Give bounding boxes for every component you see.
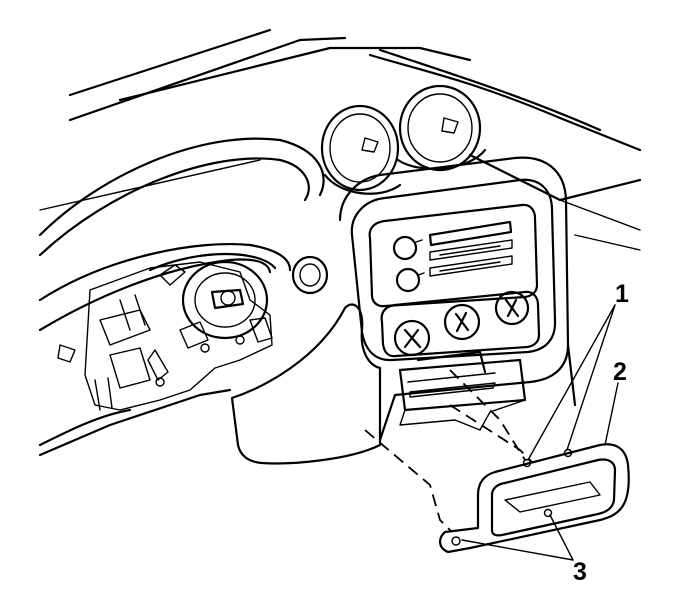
air-vent-right-icon bbox=[398, 84, 482, 172]
dash-top-lines bbox=[39, 28, 642, 251]
vent-bezel-lower bbox=[323, 173, 402, 195]
knee-bolster-panel bbox=[230, 303, 382, 465]
callout-3: 3 bbox=[573, 558, 587, 586]
installation-guide-lines bbox=[364, 369, 533, 536]
center-stack-bezel bbox=[338, 156, 577, 442]
callout-2: 2 bbox=[613, 358, 627, 386]
cluster-hood bbox=[38, 137, 325, 302]
air-vent-left-icon bbox=[320, 104, 400, 192]
lower-storage-pocket bbox=[398, 350, 527, 431]
steering-column-icon bbox=[84, 260, 273, 411]
radio-unit-icon bbox=[368, 203, 539, 308]
dash-switch-icon bbox=[291, 255, 329, 295]
callout-leader-lines bbox=[461, 304, 619, 561]
dash-left-face bbox=[38, 258, 272, 457]
trim-plate-icon bbox=[439, 443, 630, 554]
callout-1: 1 bbox=[615, 280, 629, 308]
hvac-control-icon bbox=[380, 290, 541, 358]
